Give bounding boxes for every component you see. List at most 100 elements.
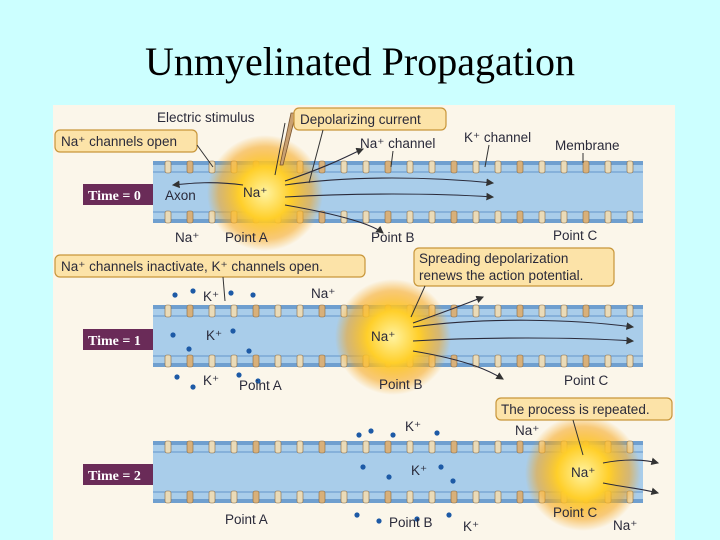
channel-protein — [450, 490, 458, 504]
channel-protein — [472, 490, 480, 504]
channel-protein — [164, 440, 172, 454]
channel-protein — [252, 490, 260, 504]
channel-protein — [516, 210, 524, 224]
slide-title: Unmyelinated Propagation — [145, 39, 575, 84]
channel-protein — [626, 210, 634, 224]
potassium-ion — [438, 464, 444, 470]
channel-protein — [560, 210, 568, 224]
channel-protein — [164, 210, 172, 224]
channel-protein — [494, 490, 502, 504]
channel-protein — [472, 440, 480, 454]
channel-protein — [252, 354, 260, 368]
na-top-2: Na⁺ — [515, 423, 539, 438]
channel-protein — [406, 160, 414, 174]
potassium-ion — [228, 290, 234, 296]
channel-protein — [186, 490, 194, 504]
channel-protein — [560, 304, 568, 318]
channel-protein — [516, 304, 524, 318]
point-b-0: Point B — [371, 230, 415, 245]
na-channels-open-label: Na⁺ channels open — [61, 134, 177, 149]
channel-protein — [230, 354, 238, 368]
channel-protein — [538, 354, 546, 368]
channel-protein — [582, 160, 590, 174]
current-lines-0 — [171, 147, 495, 234]
potassium-ion — [236, 372, 242, 378]
channel-protein — [230, 440, 238, 454]
channel-protein — [186, 440, 194, 454]
figure-svg: Electric stimulus Depolarizing current N… — [54, 107, 673, 534]
time-1-label: Time = 1 — [88, 334, 141, 349]
k-top-2: K⁺ — [405, 419, 421, 434]
channel-protein — [494, 210, 502, 224]
potassium-ion — [255, 378, 261, 384]
channel-protein — [340, 490, 348, 504]
channel-protein — [582, 210, 590, 224]
channel-protein — [230, 490, 238, 504]
channel-protein — [186, 354, 194, 368]
channel-protein — [252, 304, 260, 318]
na-top-1: Na⁺ — [311, 286, 335, 301]
channel-protein — [450, 440, 458, 454]
k-inner-2: K⁺ — [411, 463, 427, 478]
time-2-label: Time = 2 — [88, 469, 141, 484]
channel-protein — [208, 354, 216, 368]
potassium-ion — [368, 428, 374, 434]
potassium-ion — [450, 478, 456, 484]
channel-protein — [362, 210, 370, 224]
channel-protein — [626, 354, 634, 368]
point-c-0: Point C — [553, 228, 598, 243]
channel-protein — [604, 304, 612, 318]
channel-protein — [626, 304, 634, 318]
channel-protein — [362, 160, 370, 174]
channel-protein — [318, 440, 326, 454]
channel-protein — [208, 304, 216, 318]
spreading-line-1: Spreading depolarization — [419, 251, 568, 266]
channel-protein — [494, 304, 502, 318]
spreading-callout — [413, 247, 615, 287]
potassium-ion — [174, 374, 180, 380]
channel-protein — [538, 304, 546, 318]
channel-protein — [516, 160, 524, 174]
spreading-line-2: renews the action potential. — [419, 268, 583, 283]
point-b-1: Point B — [379, 377, 423, 392]
potassium-ion — [230, 328, 236, 334]
channel-protein — [208, 440, 216, 454]
channel-protein — [296, 304, 304, 318]
channel-protein — [384, 490, 392, 504]
channel-protein — [538, 210, 546, 224]
channel-protein — [186, 210, 194, 224]
channel-protein — [186, 160, 194, 174]
inactivate-label: Na⁺ channels inactivate, K⁺ channels ope… — [61, 259, 323, 274]
point-a-1: Point A — [239, 378, 282, 393]
channel-protein — [450, 210, 458, 224]
depolarization-glow-2 — [525, 415, 641, 531]
axon-label: Axon — [165, 188, 196, 203]
channel-protein — [340, 440, 348, 454]
potassium-ion — [190, 288, 196, 294]
channel-protein — [582, 354, 590, 368]
channel-protein — [406, 440, 414, 454]
channel-protein — [494, 354, 502, 368]
channel-protein — [450, 304, 458, 318]
potassium-ion — [170, 332, 176, 338]
channel-protein — [296, 490, 304, 504]
channel-protein — [472, 304, 480, 318]
k-bottom-1: K⁺ — [203, 373, 219, 388]
channel-protein — [318, 210, 326, 224]
potassium-ion — [190, 384, 196, 390]
repeated-label: The process is repeated. — [501, 402, 650, 417]
point-b-2: Point B — [389, 515, 433, 530]
potassium-ion — [250, 292, 256, 298]
depolarizing-current-callout — [293, 107, 447, 131]
point-a-2: Point A — [225, 512, 268, 527]
potassium-ion — [354, 512, 360, 518]
channel-protein — [428, 210, 436, 224]
potassium-ion — [360, 464, 366, 470]
na-bottom-2: Na⁺ — [613, 518, 637, 533]
channel-protein — [208, 490, 216, 504]
stimulus-pointer — [274, 122, 286, 176]
channel-protein — [626, 160, 634, 174]
channel-protein — [296, 354, 304, 368]
channel-protein — [538, 160, 546, 174]
repeated-callout — [495, 397, 673, 421]
